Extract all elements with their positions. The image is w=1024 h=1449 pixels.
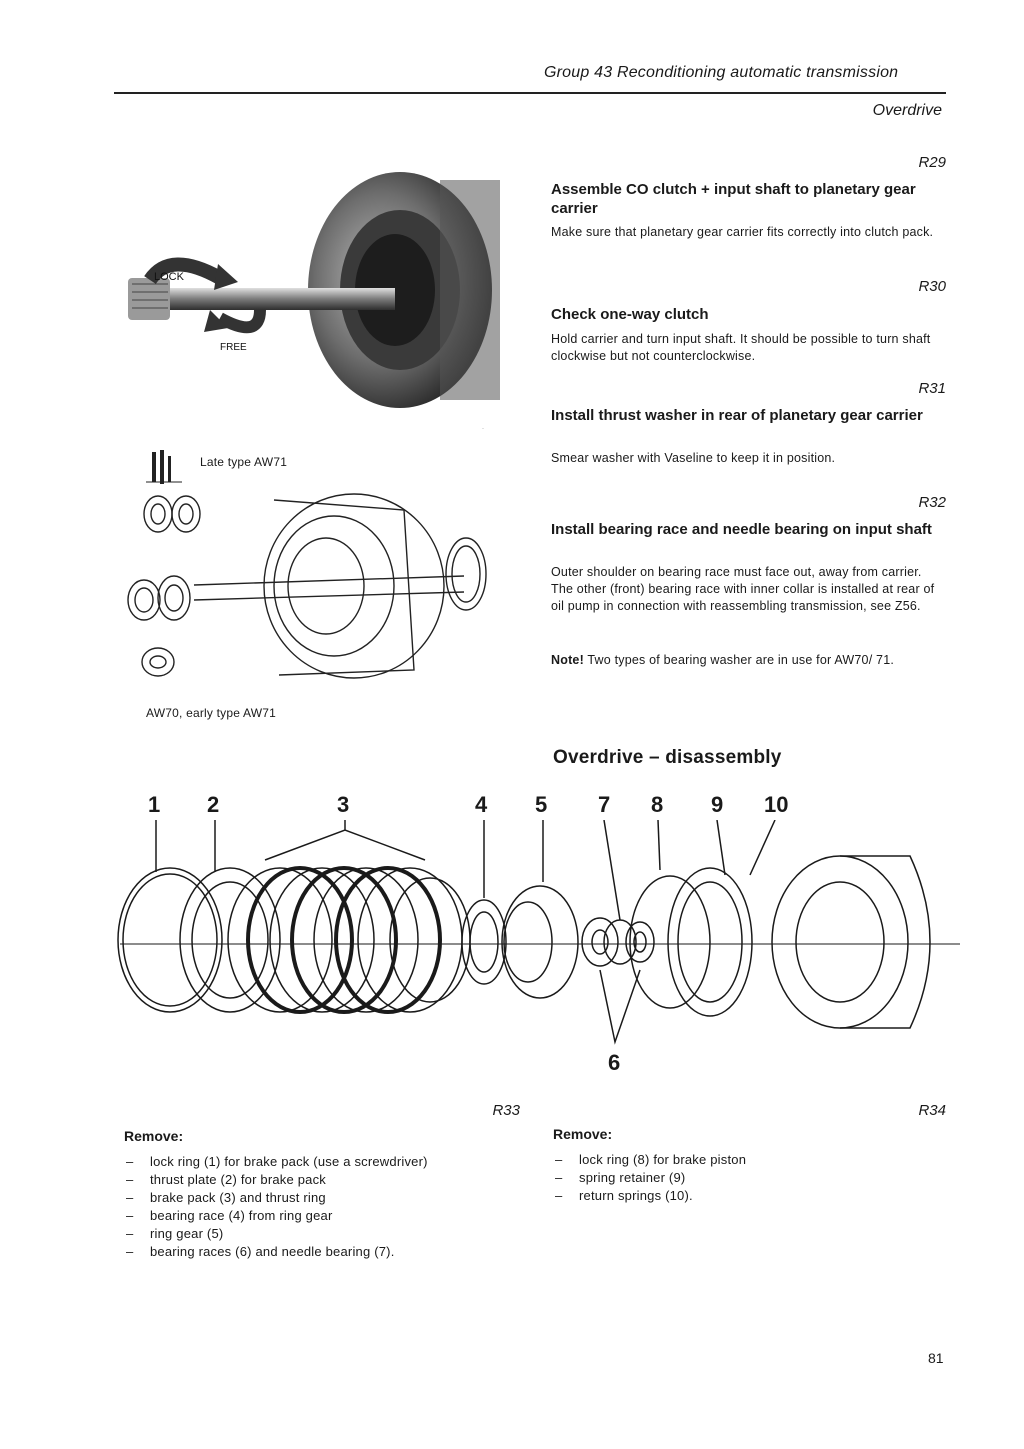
early-type-caption: AW70, early type AW71 xyxy=(146,706,277,720)
part-number: 5 xyxy=(535,792,548,817)
step-body: Smear washer with Vaseline to keep it in… xyxy=(551,451,836,465)
exploded-view-drawing xyxy=(117,820,960,1045)
header-rule xyxy=(114,92,946,94)
step-note: Note! Two types of bearing washer are in… xyxy=(551,652,947,669)
part-number: 2 xyxy=(207,792,220,817)
list-item: lock ring (8) for brake piston xyxy=(553,1151,933,1169)
step-code: R31 xyxy=(918,380,946,397)
step-code: R33 xyxy=(492,1102,520,1119)
part-number: 6 xyxy=(608,1050,621,1075)
part-number: 9 xyxy=(711,792,724,817)
remove-list-left: lock ring (1) for brake pack (use a scre… xyxy=(124,1153,524,1261)
list-item: spring retainer (9) xyxy=(553,1169,933,1187)
step-code: R32 xyxy=(918,494,946,511)
part-number: 10 xyxy=(764,792,789,817)
list-item: return springs (10). xyxy=(553,1187,933,1205)
late-type-caption: Late type AW71 xyxy=(200,455,288,469)
step-code: R34 xyxy=(918,1102,946,1119)
list-item: ring gear (5) xyxy=(124,1225,524,1243)
part-number: 8 xyxy=(651,792,664,817)
step-title: Check one-way clutch xyxy=(551,306,709,323)
section-header: Overdrive xyxy=(872,102,942,119)
list-item: bearing races (6) and needle bearing (7)… xyxy=(124,1243,524,1261)
note-label: Note! xyxy=(551,653,584,667)
step-title: Assemble CO clutch + input shaft to plan… xyxy=(551,181,916,217)
part-number: 1 xyxy=(148,792,161,817)
part-number: 3 xyxy=(337,792,350,817)
early-type-drawing xyxy=(127,493,487,679)
disassembly-title: Overdrive – disassembly xyxy=(553,747,782,768)
step-title: Install thrust washer in rear of planeta… xyxy=(551,407,923,424)
page-number: 81 xyxy=(928,1350,944,1366)
list-item: bearing race (4) from ring gear xyxy=(124,1207,524,1225)
list-item: thrust plate (2) for brake pack xyxy=(124,1171,524,1189)
svg-text:·: · xyxy=(482,426,484,432)
note-text: Two types of bearing washer are in use f… xyxy=(587,653,895,667)
running-header: Group 43 Reconditioning automatic transm… xyxy=(544,64,899,81)
step-title: Install bearing race and needle bearing … xyxy=(551,521,932,538)
remove-title: Remove: xyxy=(124,1128,184,1144)
step-body: Make sure that planetary gear carrier fi… xyxy=(551,225,934,239)
remove-list-right: lock ring (8) for brake piston spring re… xyxy=(553,1151,933,1205)
remove-title: Remove: xyxy=(553,1126,613,1142)
step-code: R29 xyxy=(918,154,946,171)
part-number: 7 xyxy=(598,792,611,817)
bearing-washer-icon xyxy=(146,450,182,484)
part-number: 4 xyxy=(475,792,488,817)
step-code: R30 xyxy=(918,278,946,295)
step-body: Outer shoulder on bearing race must face… xyxy=(551,565,935,613)
input-shaft-photo: LOCK FREE · xyxy=(128,172,500,432)
list-item: brake pack (3) and thrust ring xyxy=(124,1189,524,1207)
step-body: Hold carrier and turn input shaft. It sh… xyxy=(551,332,931,363)
lock-label: LOCK xyxy=(154,271,185,283)
free-label: FREE xyxy=(220,342,247,353)
list-item: lock ring (1) for brake pack (use a scre… xyxy=(124,1153,524,1171)
